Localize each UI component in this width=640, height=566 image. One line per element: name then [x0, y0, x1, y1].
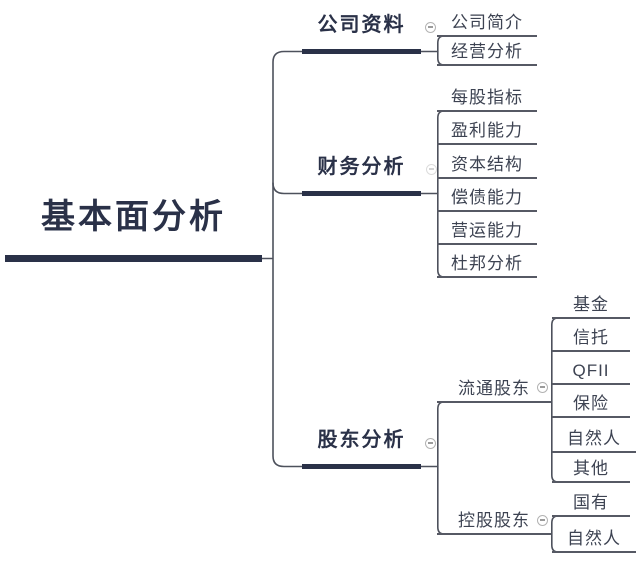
leaf-state-owned[interactable]: 国有 — [552, 492, 630, 517]
subtopic-business-analysis[interactable]: 经营分析 — [437, 41, 537, 66]
branch-financial-tee — [272, 182, 303, 195]
minus-icon — [428, 168, 434, 170]
leaf-natural-person[interactable]: 自然人 — [552, 428, 636, 453]
leaf-trust[interactable]: 信托 — [552, 327, 630, 352]
minus-icon — [539, 386, 545, 388]
trunk-line — [272, 50, 303, 468]
subtopic-operating-capability[interactable]: 营运能力 — [437, 220, 537, 245]
collapse-button-controlling-shareholders[interactable] — [536, 514, 548, 526]
leaf-qfii[interactable]: QFII — [552, 360, 630, 385]
topic-shareholder-analysis[interactable]: 股东分析 — [302, 427, 421, 469]
leaf-other[interactable]: 其他 — [552, 458, 630, 483]
subtopic-floating-shareholders[interactable]: 流通股东 — [437, 378, 551, 403]
subtopic-capital-structure[interactable]: 资本结构 — [437, 154, 537, 179]
subtopic-company-profile[interactable]: 公司简介 — [437, 12, 537, 37]
subtopic-solvency[interactable]: 偿债能力 — [437, 187, 537, 212]
topic-company-info[interactable]: 公司资料 — [302, 12, 421, 54]
leaf-natural-person-2[interactable]: 自然人 — [552, 528, 636, 553]
minus-icon — [427, 442, 433, 444]
subtopic-profitability[interactable]: 盈利能力 — [437, 120, 537, 145]
collapse-button-company-info[interactable] — [424, 21, 436, 33]
subtopic-per-share-indicators[interactable]: 每股指标 — [437, 87, 537, 112]
subtopic-controlling-shareholders[interactable]: 控股股东 — [437, 510, 551, 535]
topic-financial-analysis[interactable]: 财务分析 — [302, 154, 421, 196]
leaf-insurance[interactable]: 保险 — [552, 393, 630, 418]
root-topic[interactable]: 基本面分析 — [5, 196, 262, 262]
collapse-button-floating-shareholders[interactable] — [536, 381, 548, 393]
minus-icon — [427, 26, 433, 28]
subtopic-dupont-analysis[interactable]: 杜邦分析 — [437, 253, 537, 278]
leaf-fund[interactable]: 基金 — [552, 294, 630, 319]
minus-icon — [539, 519, 545, 521]
collapse-button-shareholder-analysis[interactable] — [424, 437, 436, 449]
collapse-button-financial-analysis[interactable] — [425, 163, 437, 175]
